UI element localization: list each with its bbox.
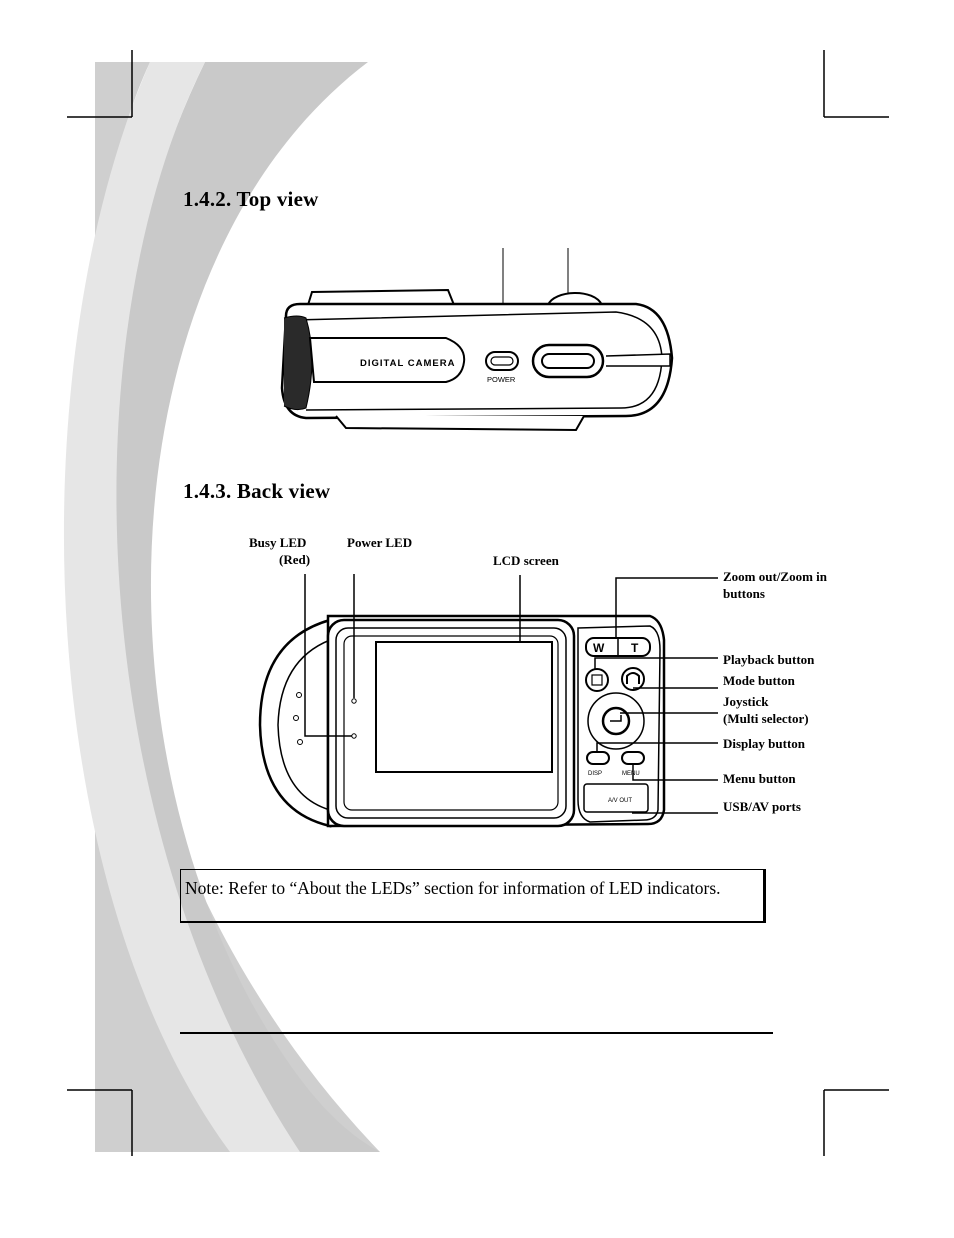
callout-zoom-buttons-2: buttons: [723, 586, 765, 601]
note-text: Note: Refer to “About the LEDs” section …: [185, 878, 721, 898]
callout-playback-button: Playback button: [723, 652, 815, 667]
camera-top-view-illustration: DIGITAL CAMERA POWER: [280, 248, 674, 432]
zoom-in-label: T: [631, 641, 639, 655]
camera-back-view-illustration: W T DISP MENU A/V OUT: [258, 574, 718, 828]
callout-usb-av-ports: USB/AV ports: [723, 799, 801, 814]
callout-busy-led-red: (Red): [279, 552, 311, 567]
callout-power-led: Power LED: [347, 535, 413, 550]
av-out-label: A/V OUT: [608, 798, 632, 804]
callout-menu-button: Menu button: [723, 771, 796, 786]
callout-joystick: Joystick: [723, 694, 769, 709]
note-box: Note: Refer to “About the LEDs” section …: [180, 869, 766, 923]
section-heading-top-view: 1.4.2. Top view: [183, 187, 319, 211]
camera-brand-label: DIGITAL CAMERA: [360, 358, 455, 369]
background-swoosh-inner: [63, 62, 300, 1152]
footer-rule: [180, 1032, 773, 1034]
disp-button-label: DISP: [588, 771, 602, 777]
callout-mode-button: Mode button: [723, 673, 795, 688]
power-button-label: POWER: [487, 375, 516, 384]
zoom-out-label: W: [593, 641, 605, 655]
menu-button-label: MENU: [622, 771, 640, 777]
callout-zoom-buttons: Zoom out/Zoom in: [723, 569, 828, 584]
callout-display-button: Display button: [723, 736, 805, 751]
section-heading-back-view: 1.4.3. Back view: [183, 479, 331, 503]
callout-lcd-screen: LCD screen: [493, 553, 559, 568]
callout-busy-led: Busy LED: [249, 535, 307, 550]
lcd-screen: [375, 641, 553, 773]
crop-marks: [67, 50, 889, 1156]
callout-joystick-2: (Multi selector): [723, 711, 809, 726]
